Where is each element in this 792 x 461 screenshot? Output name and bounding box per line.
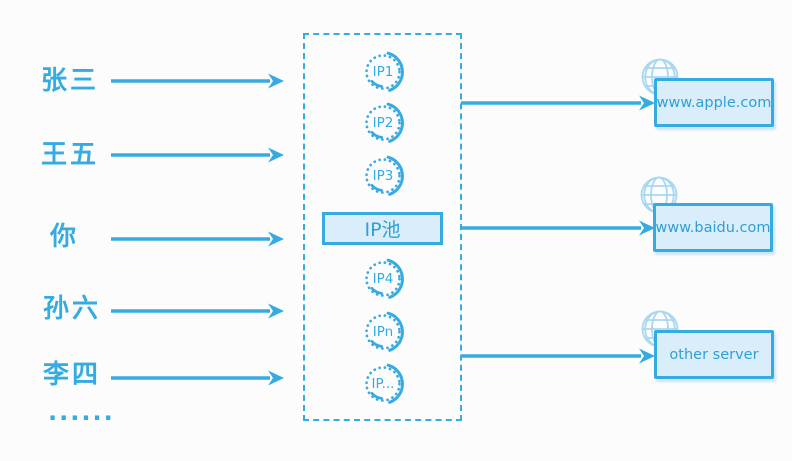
ip-node-4: IP4 [360,256,406,302]
rotating-ip-icon [365,51,404,92]
ip-node-3: IP3 [360,153,406,199]
arrow-user5-to-pool [111,370,284,386]
ip-node-label: IP1 [372,64,394,80]
user-label-5: 李四 [43,360,102,390]
server-box-other: other server [654,330,774,379]
ip-node-label: IP4 [372,271,394,287]
server-box-baidu: www.baidu.com [653,203,773,252]
ip-pool-box: IP池 [322,212,443,245]
ip-node-label: IP2 [372,115,394,131]
rotating-ip-icon [365,258,404,299]
arrow-pool-to-baidu [461,220,655,236]
arrow-pool-to-apple [461,95,655,111]
ip-node-label: IP3 [372,168,394,184]
rotating-ip-icon [365,102,404,143]
user-label-3: 你 [50,222,80,252]
ip-node-label: IP... [371,376,395,392]
ip-pool-label: IP池 [364,219,401,241]
user-label-1: 张三 [41,66,100,96]
ip-node-more: IP... [360,361,406,407]
server-box-apple: www.apple.com [654,78,774,127]
arrow-user1-to-pool [111,73,284,89]
arrow-pool-to-other [461,348,655,364]
server-label-apple: www.apple.com [656,94,772,111]
ip-node-n: IPn [360,309,406,355]
ip-node-1: IP1 [360,49,406,95]
arrow-user2-to-pool [111,147,284,163]
arrow-user4-to-pool [111,303,284,319]
user-label-2: 王五 [41,140,100,170]
server-label-other: other server [669,346,759,363]
user-label-4: 孙六 [43,294,102,324]
rotating-ip-icon [365,155,404,196]
rotating-ip-icon [365,363,404,404]
arrow-user3-to-pool [111,231,284,247]
rotating-ip-icon [365,311,404,352]
ip-node-2: IP2 [360,100,406,146]
ip-node-label: IPn [372,324,394,340]
more-users-ellipsis: ...... [48,398,115,426]
server-label-baidu: www.baidu.com [655,219,771,236]
